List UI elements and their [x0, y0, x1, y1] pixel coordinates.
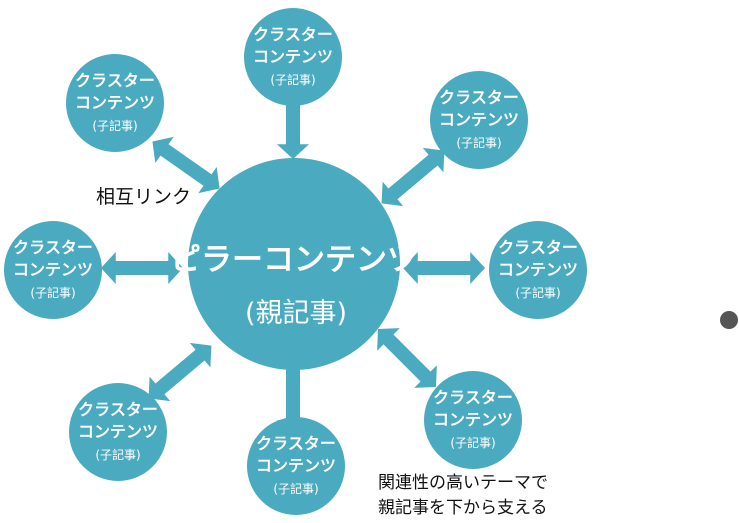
cluster-subtitle: (子記事): [515, 285, 560, 300]
cluster-circle: [4, 221, 102, 319]
support-note-line1: 関連性の高いテーマで: [378, 473, 548, 493]
cluster-title-line2: コンテンツ: [433, 410, 513, 429]
cluster-subtitle: (子記事): [450, 435, 495, 450]
cluster-title-line1: クラスター: [75, 71, 155, 90]
double-arrow-icon: [366, 317, 448, 399]
cluster-title-line2: コンテンツ: [78, 422, 158, 441]
cluster-subtitle: (子記事): [273, 481, 318, 496]
cluster-circle: [424, 371, 522, 469]
cluster-subtitle: (子記事): [456, 135, 501, 150]
cluster-subtitle: (子記事): [92, 118, 137, 133]
cluster-circle: [66, 54, 164, 152]
pillar-subtitle: (親記事): [245, 298, 347, 329]
cluster-title-line1: クラスター: [13, 238, 93, 257]
cluster-title-line2: コンテンツ: [498, 260, 578, 279]
cluster-title-line2: コンテンツ: [256, 456, 336, 475]
cluster-title-line1: クラスター: [433, 388, 513, 407]
mutual-link-label: 相互リンク: [96, 186, 191, 208]
cluster-title-line1: クラスター: [78, 400, 158, 419]
cluster-title-line2: コンテンツ: [75, 93, 155, 112]
cluster-circle: [69, 383, 167, 481]
cluster-title-line1: クラスター: [253, 25, 333, 44]
cluster-subtitle: (子記事): [95, 447, 140, 462]
cluster-circle: [244, 8, 342, 106]
cluster-title-line2: コンテンツ: [13, 260, 93, 279]
pillar-title: ピラーコンテンツ: [170, 242, 418, 278]
cluster-circle: [489, 221, 587, 319]
cluster-title-line2: コンテンツ: [439, 110, 519, 129]
cluster-subtitle: (子記事): [270, 72, 315, 87]
pillar-circle: [188, 158, 400, 370]
cluster-title-line2: コンテンツ: [253, 47, 333, 66]
support-note-line2: 親記事を下から支える: [378, 498, 548, 518]
cluster-subtitle: (子記事): [30, 285, 75, 300]
cluster-title-line1: クラスター: [439, 88, 519, 107]
pillar-node: ピラーコンテンツ (親記事): [170, 158, 418, 370]
bullet-dot-icon: [720, 311, 738, 329]
circles-layer: クラスターコンテンツ(子記事)クラスターコンテンツ(子記事)クラスターコンテンツ…: [4, 8, 587, 515]
cluster-title-line1: クラスター: [498, 238, 578, 257]
cluster-circle: [247, 417, 345, 515]
cluster-title-line1: クラスター: [256, 434, 336, 453]
cluster-circle: [430, 71, 528, 169]
